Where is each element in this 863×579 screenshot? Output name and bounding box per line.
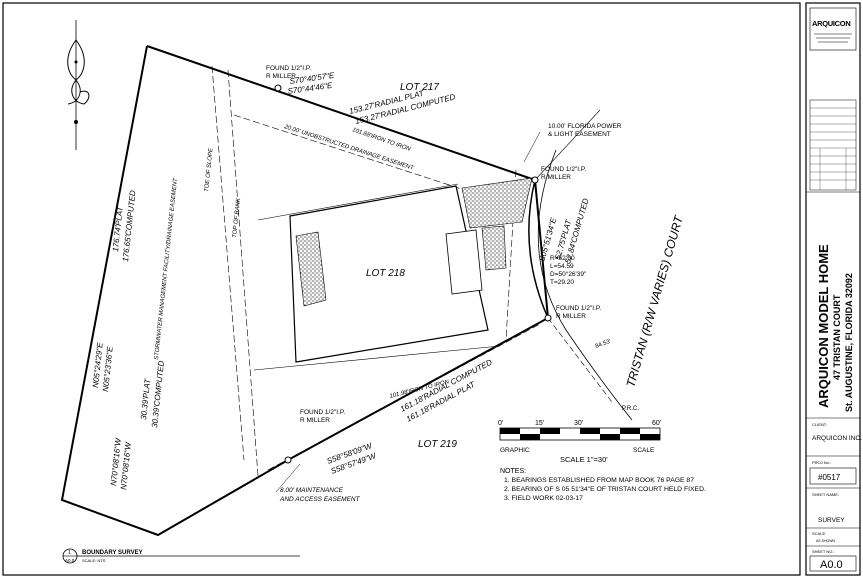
graphic-scale <box>499 427 661 441</box>
driveway <box>461 177 533 229</box>
scale-label: SCALE: <box>812 531 826 536</box>
west-upper-computed: 176.65'COMPUTED <box>121 190 137 263</box>
lot-217-label: LOT 217 <box>400 82 439 93</box>
sheet-no-label: SHEET NO.: <box>812 549 835 554</box>
monument-sw-icon <box>284 456 292 464</box>
scale-ratio: SCALE 1"=30' <box>560 455 608 464</box>
curve-tangent: T=29.20 <box>550 279 574 286</box>
setback-line-south <box>253 345 501 371</box>
drawing-tag-title: BOUNDARY SURVEY <box>82 550 143 556</box>
sheet-name-value: SURVEY <box>818 517 845 524</box>
curve-length: L=54.59 <box>550 263 574 270</box>
proj-no-box <box>809 467 857 485</box>
arc-length-label: 84.53' <box>595 339 612 350</box>
note-3: 3. FIELD WORK 02-03-17 <box>504 495 583 502</box>
monument-ne-icon <box>531 176 539 184</box>
title-block-border <box>805 2 861 576</box>
monument-se-owner: R MILLER <box>556 313 586 320</box>
street-label: TRISTAN (R/W VARIES) COURT <box>623 213 686 389</box>
fpl-easement-line2: & LIGHT EASEMENT <box>548 131 611 138</box>
monument-nw-owner: R MILLER <box>266 73 296 80</box>
curve-delta: D=50°26'39" <box>550 270 587 278</box>
monument-sw-label: FOUND 1/2"I.P. <box>300 409 345 416</box>
toe-of-slope-line <box>211 65 245 461</box>
stormwater-easement-label: STORMWATER MANAGEMENT FACILITY/DRAINAGE … <box>154 177 179 361</box>
row-curve <box>528 179 549 319</box>
top-of-bank-label: TOP OF BANK <box>232 197 242 238</box>
scale-tick-30: 30' <box>574 420 583 427</box>
west-lower-plat: 30.39'PLAT <box>139 377 152 420</box>
leader-maintenance <box>275 463 301 493</box>
scale-value: AS SHOWN <box>816 539 836 543</box>
sheet-no-box <box>809 555 857 572</box>
scale-word: SCALE <box>633 447 655 454</box>
client-label: CLIENT: <box>812 422 827 427</box>
monument-se-label: FOUND 1/2"I.P. <box>556 305 601 312</box>
project-address-1: 47 TRISTAN COURT <box>832 294 842 380</box>
drawing-tag-sheet: A0.0 <box>65 558 75 563</box>
scale-graphic-word: GRAPHIC <box>500 447 530 454</box>
note-1: 1. BEARINGS ESTABLISHED FROM MAP BOOK 76… <box>504 477 694 484</box>
scale-tick-0: 0' <box>498 420 503 427</box>
drawing-tag <box>62 548 300 564</box>
sheet-name-label: SHEET NAME: <box>812 492 839 497</box>
maintenance-easement-line <box>267 323 541 471</box>
project-address-2: St. AUGUSTINE, FLORIDA 32092 <box>844 273 854 412</box>
notes-title: NOTES: <box>500 468 526 475</box>
maintenance-easement-line2: AND ACCESS EASEMENT <box>279 496 361 503</box>
monument-nw-icon <box>274 84 282 92</box>
row-line-outer <box>537 149 633 421</box>
maintenance-easement-line1: 8.00' MAINTENANCE <box>280 487 344 494</box>
revision-table <box>809 99 857 191</box>
monument-se-icon <box>544 314 552 322</box>
setback-line-north <box>257 183 459 221</box>
garage <box>445 229 483 295</box>
lot-line-north-ext <box>534 109 601 181</box>
drawing-tag-number: 1 <box>68 550 71 556</box>
note-2: 2. BEARING OF S 05 51'34"E OF TRISTAN CO… <box>504 486 706 493</box>
fpl-easement-line <box>505 169 517 341</box>
house-footprint <box>289 185 489 363</box>
monument-ne-label: FOUND 1/2"I.P. <box>541 166 586 173</box>
south-dist-computed: 161.18'RADIAL COMPUTED <box>399 357 494 413</box>
proj-no-value: #0517 <box>818 473 841 482</box>
logo-box <box>809 7 857 51</box>
logo-text: ARQUICON <box>812 19 850 28</box>
scale-tick-15: 15' <box>535 420 544 427</box>
monument-nw-label: FOUND 1/2"I.P. <box>266 65 311 72</box>
leader-fpl <box>523 131 541 163</box>
west-lower-computed: 30.39'COMPUTED <box>150 360 166 428</box>
monument-sw-owner: R MILLER <box>300 417 330 424</box>
north-arrow-icon <box>67 20 90 150</box>
proj-no-label: PROJ No.: <box>812 460 831 465</box>
curve-radius: R=62.00 <box>550 255 575 262</box>
toe-of-slope-label: TOE OF SLOPE <box>204 147 215 192</box>
monument-ne-owner: R MILLER <box>541 174 571 181</box>
drawing-border <box>2 2 801 576</box>
prc-label: P.R.C. <box>622 406 639 412</box>
drawing-tag-scale: SCALE: NTS <box>82 558 106 563</box>
walkway <box>481 225 507 271</box>
fpl-easement-line1: 10.00' FLORIDA POWER <box>548 123 622 130</box>
patio-west <box>295 231 327 307</box>
project-title: ARQUICON MODEL HOME <box>816 244 831 408</box>
lot-218-label: LOT 218 <box>366 268 405 279</box>
lot-219-label: LOT 219 <box>418 439 457 450</box>
sheet-no-value: A0.0 <box>820 559 843 571</box>
scale-tick-60: 60' <box>652 420 661 427</box>
row-line-inner <box>547 317 613 403</box>
client-name: ARQUICON INC. <box>812 435 862 442</box>
top-of-bank-line <box>227 69 259 477</box>
